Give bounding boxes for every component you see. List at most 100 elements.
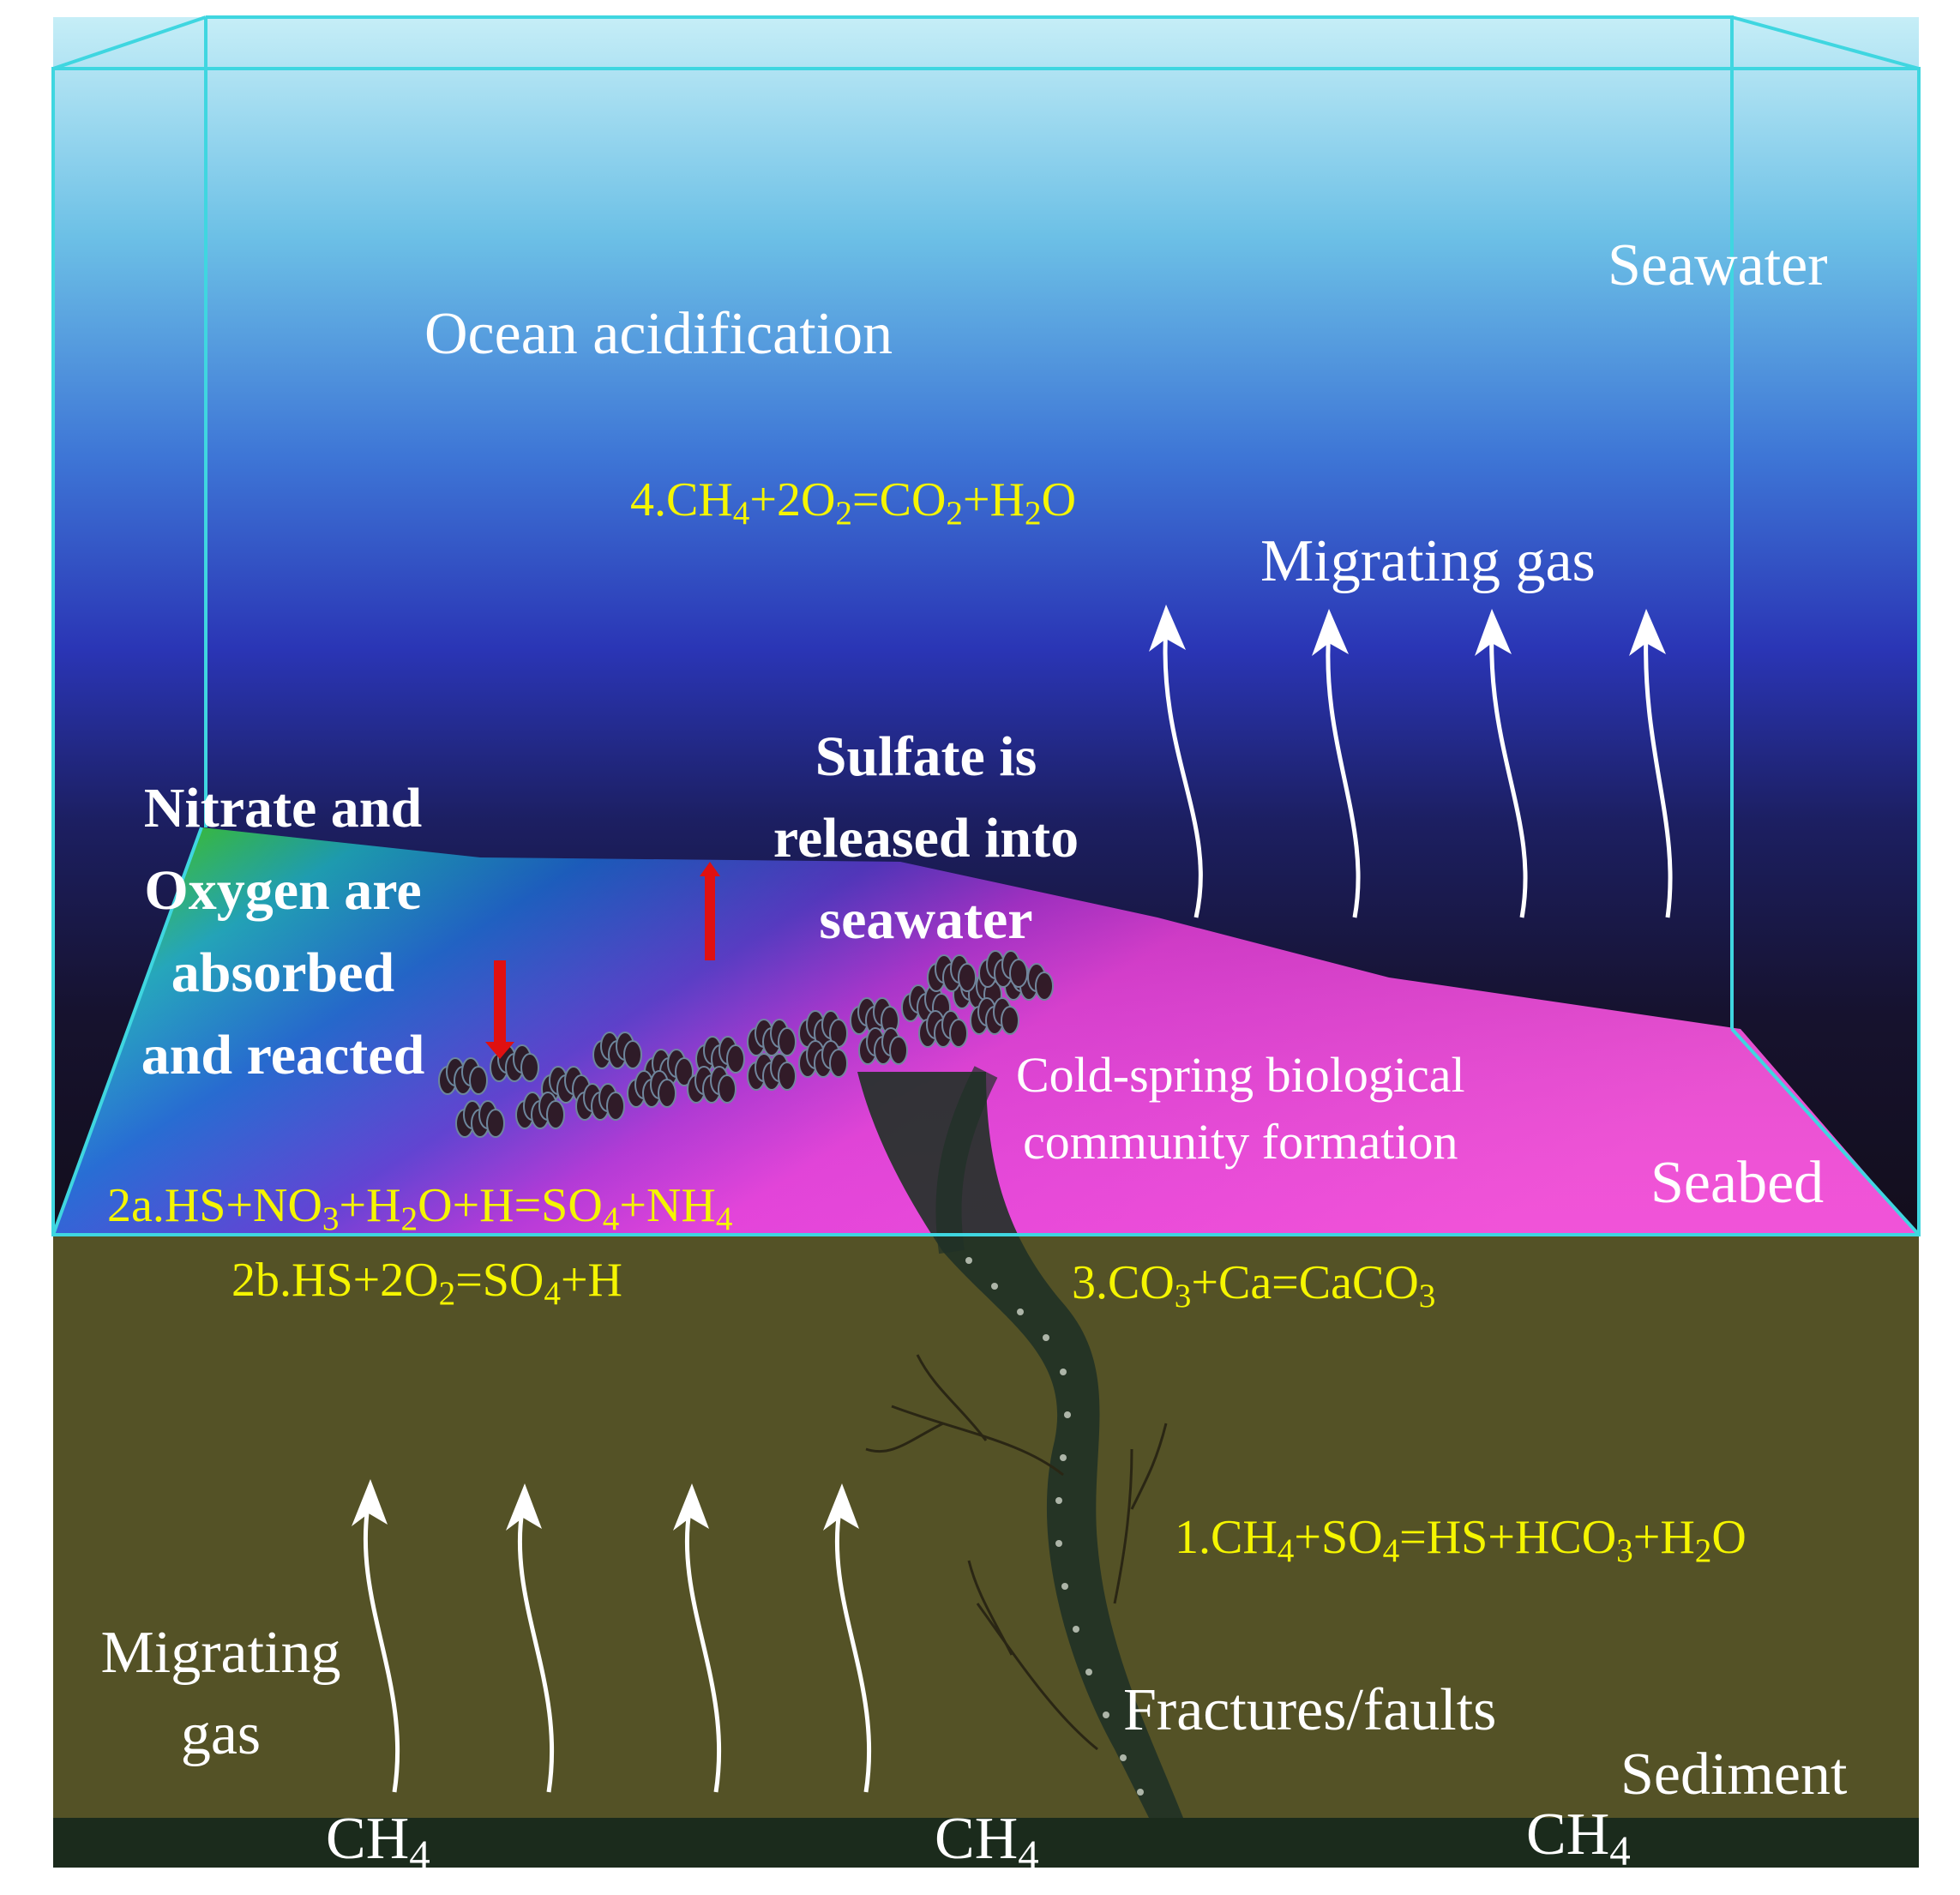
tubeworm-cluster [515,1092,565,1129]
methane-subscript: 4 [1018,1831,1039,1879]
cold-spring-line-1: Cold-spring biological [1016,1047,1465,1103]
eq-text: +H [339,1179,401,1232]
equation-4-aerobic-oxidation: 4.CH4+2O2=CO2+H2O [630,473,1077,530]
eq-text: O [1711,1511,1747,1564]
seabed-label: Seabed [1650,1150,1825,1216]
eq-text: 2a.HS+NO [107,1179,322,1232]
eq-text: =SO [455,1254,544,1307]
tubeworm-cluster [978,950,1028,988]
eq-sub: 4 [715,1200,733,1237]
tubeworm-cluster [455,1100,505,1138]
eq-sub: 4 [544,1274,561,1312]
eq-text: 4.CH [630,473,733,526]
eq-text: +2O [749,473,836,526]
sediment-label: Sediment [1620,1742,1848,1808]
gas-arrow-sediment-4 [834,1504,872,1793]
migrating-gas-line-1: Migrating [100,1620,341,1686]
tubeworm-cluster [850,997,899,1035]
eq-sub: 4 [602,1200,620,1237]
gas-arrows-water [1163,625,1673,918]
equation-2b-sulfide-oxidation: 2b.HS+2O2=SO4+H [231,1254,622,1310]
eq-sub: 3 [322,1200,340,1237]
tubeworm-cluster [918,1010,968,1048]
tubeworm-cluster [798,1040,848,1078]
nitrate-absorb-arrow [485,960,514,1059]
tubeworm-cluster [970,997,1019,1035]
gas-arrow-water-2 [1326,629,1361,918]
eq-text: +Ca=CaCO [1191,1256,1419,1309]
eq-text: +NH [619,1179,716,1232]
eq-sub: 4 [732,494,750,532]
methane-base: CH [326,1806,410,1872]
equation-2a-nitrate-reduction: 2a.HS+NO3+H2O+H=SO4+NH4 [107,1179,732,1236]
eq-sub: 3 [1174,1277,1192,1314]
tubeworm-cluster [592,1032,642,1069]
fault-channel [857,1066,1183,1818]
eq-text: +H [962,473,1025,526]
gas-arrowheads-water [1149,605,1666,656]
tubeworm-cluster [627,1070,676,1108]
sulfate-line-1: Sulfate is [815,725,1037,788]
methane-subscript: 4 [409,1831,430,1879]
nitrate-line-1: Nitrate and [143,777,423,839]
methane-subscript: 4 [1609,1826,1631,1874]
tubeworm-cluster [575,1083,625,1121]
nitrate-line-2: Oxygen are [144,859,422,922]
sulfate-release-arrow [700,862,720,960]
tubeworm-cluster [798,1010,848,1048]
tubeworm-cluster [438,1057,488,1095]
migrating-gas-line-2: gas [180,1701,262,1767]
eq-text: =CO [852,473,947,526]
eq-sub: 3 [1616,1531,1633,1569]
fracture-lines [865,1354,1168,1751]
tubeworm-cluster [747,1019,797,1056]
migrating-gas-label-water: Migrating gas [1260,528,1596,594]
gas-arrow-water-3 [1489,629,1528,918]
tubeworm-cluster [490,1044,539,1082]
nitrate-line-4: and reacted [141,1024,425,1086]
gas-arrow-sediment-1 [363,1500,400,1793]
seawater-label: Seawater [1608,232,1828,298]
gas-arrow-water-4 [1644,629,1673,918]
sulfate-release-label: Sulfate is released into seawater [724,716,1127,960]
tubeworm-cluster [858,1027,908,1065]
tubeworm-cluster [927,954,977,992]
tubeworm-cluster [695,1036,745,1074]
equation-1-anaerobic-methane-oxidation: 1.CH4+SO4=HS+HCO3+H2O [1175,1511,1747,1567]
eq-sub: 3 [1418,1277,1436,1314]
eq-sub: 4 [1382,1531,1400,1569]
nitrate-line-3: absorbed [171,941,395,1004]
eq-sub: 4 [1277,1531,1295,1569]
eq-text: O [1041,473,1077,526]
eq-text: =HS+HCO [1399,1511,1617,1564]
eq-sub: 2 [946,494,963,532]
eq-sub: 2 [1025,494,1042,532]
tubeworm-cluster [901,984,951,1022]
methane-source-right: CH4 [1526,1802,1631,1872]
sulfate-line-2: released into [773,807,1079,869]
sulfate-line-3: seawater [819,888,1033,951]
nitrate-oxygen-label: Nitrate and Oxygen are absorbed and reac… [103,767,463,1097]
cold-spring-line-2: community formation [1023,1114,1458,1170]
gas-arrow-sediment-3 [684,1504,722,1793]
equation-3-carbonate-precipitation: 3.CO3+Ca=CaCO3 [1072,1256,1435,1313]
eq-text: +H [1632,1511,1695,1564]
fractures-faults-label: Fractures/faults [1123,1677,1497,1743]
eq-sub: 2 [400,1200,418,1237]
eq-text: +SO [1294,1511,1383,1564]
gas-arrow-water-1 [1163,625,1203,918]
gas-arrows-sediment [363,1500,872,1793]
tubeworm-cluster [687,1066,737,1104]
methane-source-center: CH4 [935,1809,1039,1876]
eq-sub: 2 [835,494,853,532]
eq-text: 3.CO [1072,1256,1175,1309]
methane-base: CH [1526,1802,1610,1868]
tubeworm-cluster [747,1053,797,1091]
gas-arrow-sediment-2 [517,1504,555,1793]
eq-text: +H [560,1254,622,1307]
methane-source-left: CH4 [326,1806,430,1876]
gas-arrowheads-sediment [352,1479,859,1531]
